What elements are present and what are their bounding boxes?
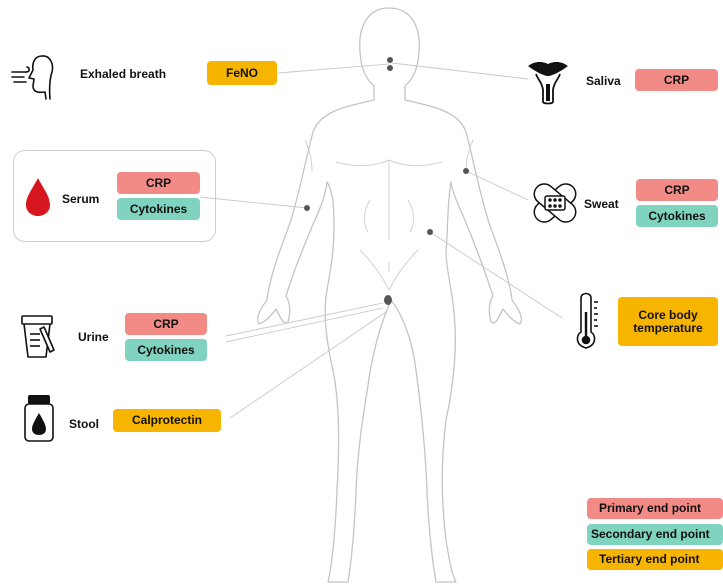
serum-site-dot [304,205,310,211]
blood-drop-icon [26,178,50,216]
serum-cytokines-marker: Cytokines [117,198,200,220]
serum-label: Serum [62,192,99,206]
stool-label: Stool [69,417,99,431]
calprotectin-marker: Calprotectin [113,409,221,432]
core-body-temperature-marker: Core body temperature [618,297,718,346]
breath-site-dot [387,65,393,71]
urine-label: Urine [78,330,109,344]
saliva-mouth-icon [528,62,568,104]
legend-tertiary: Tertiary end point [587,549,723,570]
sweat-crp-marker: CRP [636,179,718,201]
saliva-crp-marker: CRP [635,69,718,91]
sweat-site-dot [463,168,469,174]
urine-crp-marker: CRP [125,313,207,335]
stool-jar-icon [25,395,53,441]
saliva-label: Saliva [586,74,621,88]
sweat-cytokines-marker: Cytokines [636,205,718,227]
urine-cup-icon [22,316,54,357]
serum-crp-marker: CRP [117,172,200,194]
core-temp-site-dot [427,229,433,235]
legend-primary: Primary end point [587,498,723,519]
thermometer-icon [577,294,598,349]
exhaled-breath-label: Exhaled breath [80,67,166,81]
sweat-label: Sweat [584,197,619,211]
saliva-site-dot [387,57,393,63]
sweat-patch-icon [530,180,580,226]
urine-cytokines-marker: Cytokines [125,339,207,361]
exhaled-breath-icon [12,56,53,99]
human-body-outline [258,8,522,582]
urine-stool-site-dot [384,295,392,305]
legend-secondary: Secondary end point [587,524,723,545]
feno-marker: FeNO [207,61,277,85]
